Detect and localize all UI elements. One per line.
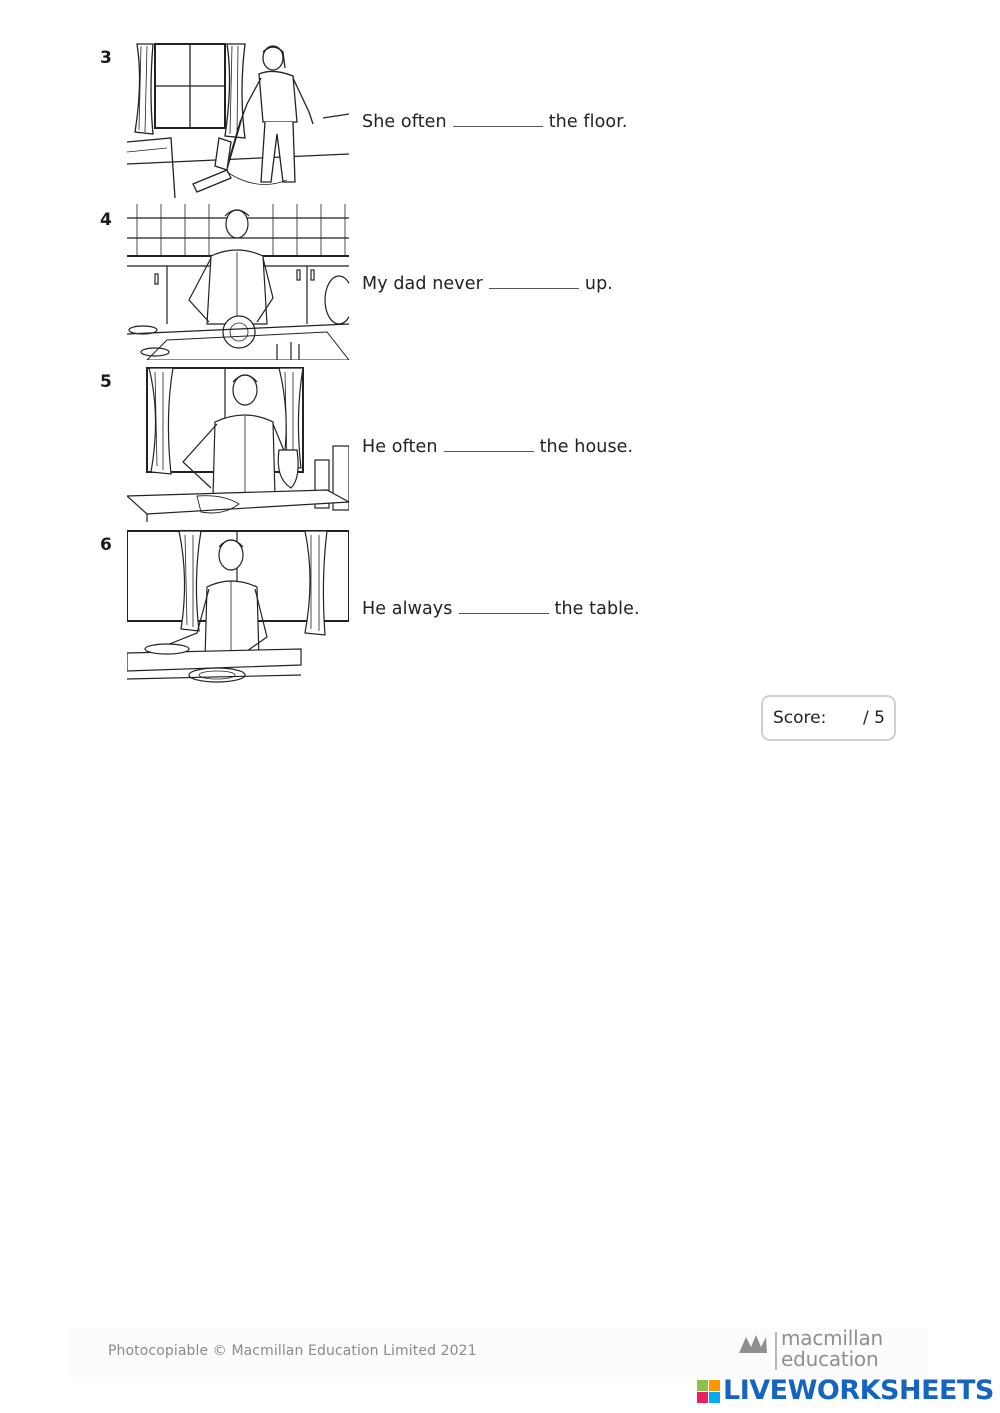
answer-blank[interactable] [452, 108, 543, 127]
man-setting-table-picture [127, 529, 349, 685]
sentence-start: He often [362, 437, 438, 457]
copyright-text: Photocopiable © Macmillan Education Limi… [108, 1343, 477, 1359]
exercise-item: 3 [0, 42, 1000, 202]
sentence-start: She often [362, 112, 447, 132]
sentence: She often the floor. [362, 108, 628, 132]
man-washing-dishes-picture [127, 204, 349, 360]
sentence-start: My dad never [362, 274, 483, 294]
exercise-item: 5 He ofte [0, 366, 1000, 526]
sentence-end: the table. [554, 599, 640, 619]
sentence-start: He always [362, 599, 453, 619]
macmillan-education-logo: macmillan education [737, 1328, 897, 1374]
liveworksheets-watermark[interactable]: LIVEWORKSHEETS [697, 1375, 997, 1407]
item-number: 4 [100, 210, 112, 230]
item-number: 6 [100, 535, 112, 555]
publisher-line-2: education [781, 1347, 879, 1371]
publisher-line-1: macmillan [781, 1326, 884, 1350]
publisher-name: macmillan education [781, 1328, 883, 1370]
score-box: Score: / 5 [761, 695, 896, 741]
man-cleaning-table-picture [127, 366, 349, 522]
sentence-end: up. [584, 274, 613, 294]
watermark-text: LIVEWORKSHEETS [723, 1375, 994, 1406]
footer-band [68, 1328, 928, 1378]
exercise-item: 6 He always the table. [0, 529, 1000, 689]
exercise-item: 4 [0, 204, 1000, 364]
item-number: 5 [100, 372, 112, 392]
logo-divider [775, 1332, 777, 1370]
item-number: 3 [100, 48, 112, 68]
sentence: He often the house. [362, 433, 633, 457]
macmillan-star-icon [739, 1335, 767, 1353]
answer-blank[interactable] [488, 270, 579, 289]
liveworksheets-icon [697, 1380, 721, 1404]
woman-vacuuming-picture [127, 42, 349, 198]
sentence: He always the table. [362, 595, 640, 619]
sentence: My dad never up. [362, 270, 613, 294]
score-label: Score: [773, 708, 827, 728]
score-total: / 5 [863, 708, 885, 728]
answer-blank[interactable] [458, 595, 549, 614]
answer-blank[interactable] [443, 433, 534, 452]
sentence-end: the house. [539, 437, 634, 457]
sentence-end: the floor. [548, 112, 628, 132]
